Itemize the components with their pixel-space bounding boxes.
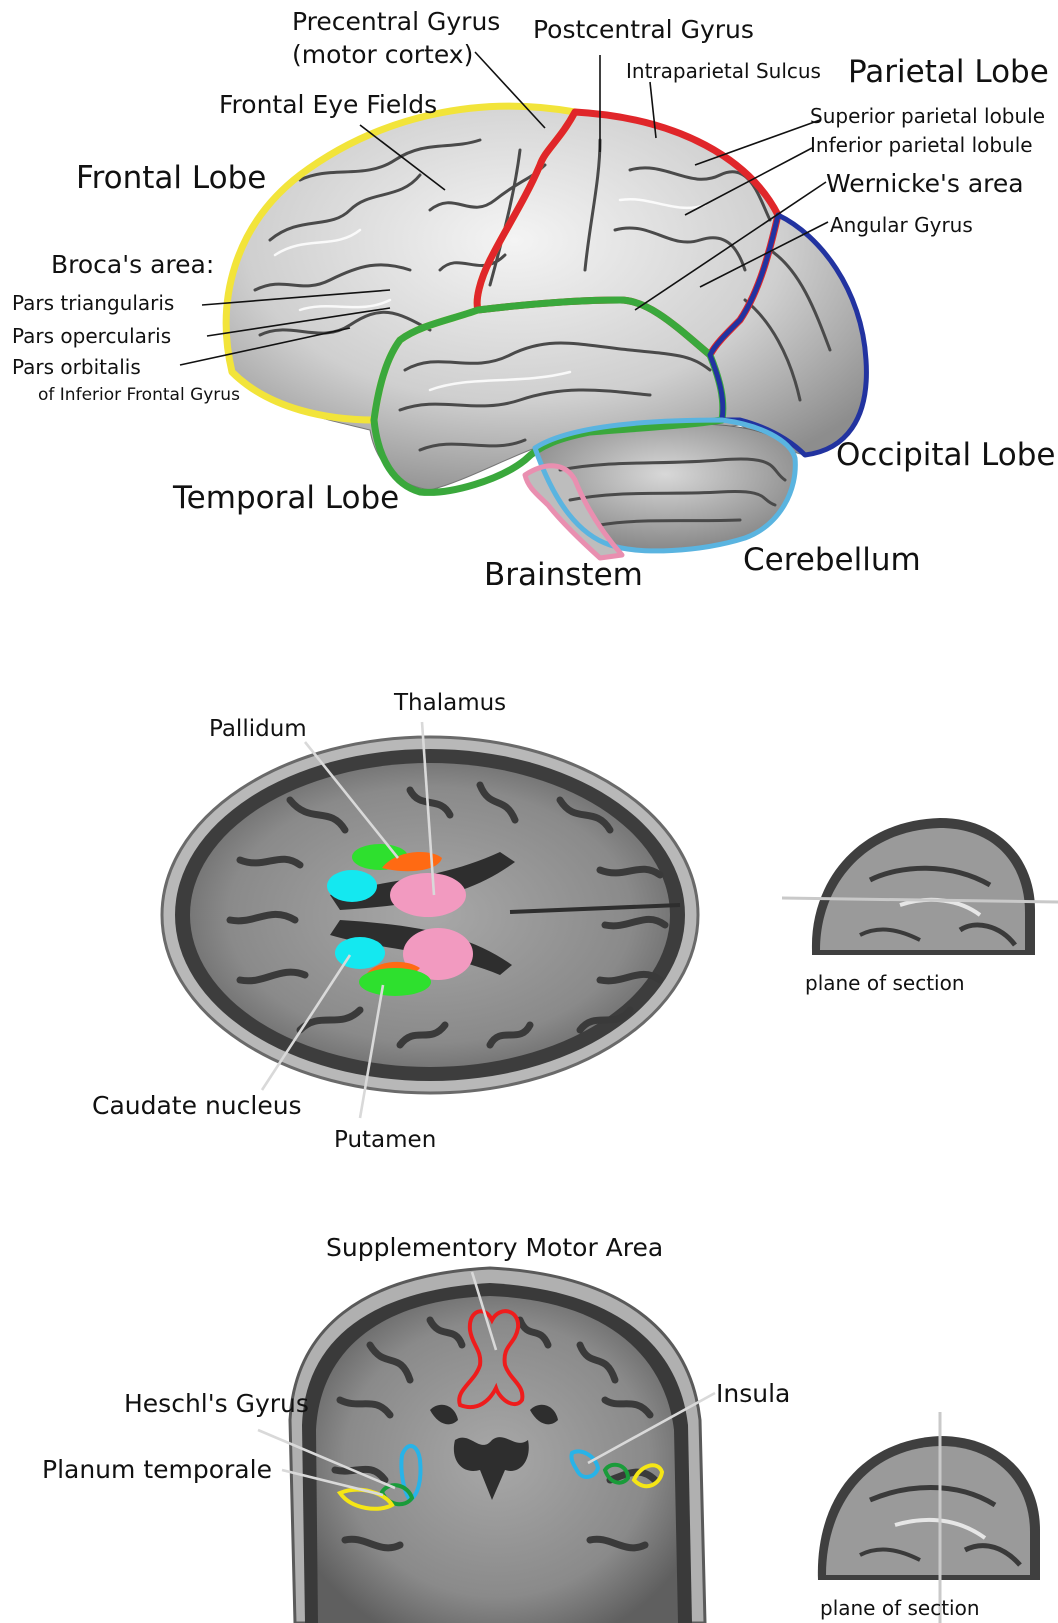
frontal-eye-fields-label: Frontal Eye Fields [219,90,437,119]
axial-mri-view: Pallidum Thalamus Caudate nucleus Putame… [92,690,1058,1153]
thalamus-upper [390,873,466,917]
heschls-gyrus-label: Heschl's Gyrus [124,1389,309,1418]
angular-gyrus-label: Angular Gyrus [830,213,973,237]
supplementary-motor-area-label: Supplementory Motor Area [326,1233,663,1262]
pars-orbitalis-label: Pars orbitalis [12,355,141,379]
pars-opercularis-label: Pars opercularis [12,324,171,348]
wernickes-area-label: Wernicke's area [826,169,1024,198]
coronal-plane-label: plane of section [820,1596,980,1620]
lateral-brain-view: Precentral Gyrus (motor cortex) Postcent… [12,7,1055,593]
putamen-label: Putamen [334,1127,436,1153]
motor-cortex-label: (motor cortex) [292,40,473,69]
insula-label: Insula [716,1379,790,1408]
inferior-parietal-lobule-label: Inferior parietal lobule [810,133,1033,157]
occipital-lobe-label: Occipital Lobe [836,437,1055,473]
parietal-lobe-label: Parietal Lobe [848,54,1049,90]
superior-parietal-lobule-label: Superior parietal lobule [810,104,1045,128]
frontal-lobe-label: Frontal Lobe [76,160,266,196]
planum-temporale-label: Planum temporale [42,1455,272,1484]
caudate-nucleus-label: Caudate nucleus [92,1091,302,1120]
coronal-sagittal-inset [818,1412,1040,1623]
cerebellum-label: Cerebellum [743,542,921,578]
brainstem-label: Brainstem [484,557,643,593]
brocas-area-label: Broca's area: [51,250,214,279]
postcentral-gyrus-label: Postcentral Gyrus [533,15,754,44]
thalamus-label: Thalamus [393,690,506,716]
pallidum-lower [359,968,431,996]
inferior-frontal-gyrus-label: of Inferior Frontal Gyrus [38,385,240,405]
temporal-lobe-label: Temporal Lobe [172,480,399,516]
axial-plane-label: plane of section [805,971,965,995]
intraparietal-sulcus-label: Intraparietal Sulcus [626,59,821,83]
pallidum-label: Pallidum [209,716,307,742]
coronal-mri-view: Supplementory Motor Area Heschl's Gyrus … [42,1233,1040,1623]
axial-sagittal-inset [782,818,1058,955]
caudate-upper [327,870,377,902]
precentral-gyrus-label: Precentral Gyrus [292,7,500,36]
pars-triangularis-label: Pars triangularis [12,291,174,315]
